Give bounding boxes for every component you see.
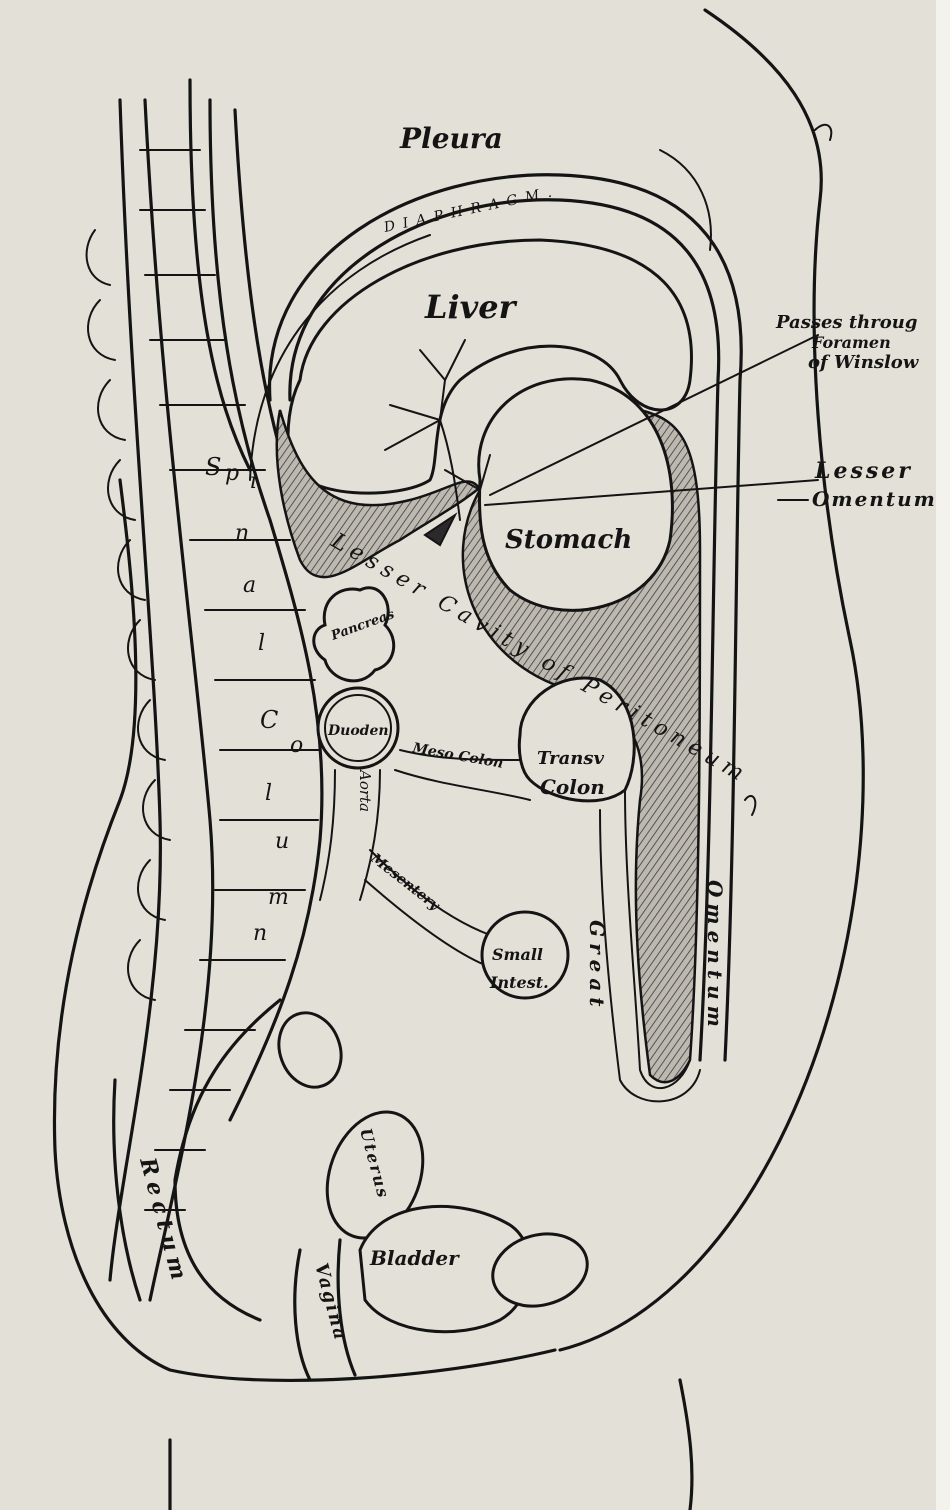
label-stomach: Stomach <box>505 525 632 555</box>
label-transv-line1: Transv <box>537 748 604 769</box>
label-rectum: Rectum <box>134 1154 193 1288</box>
page-edge-strip <box>936 0 950 1510</box>
label-spinal-i: i <box>250 469 257 494</box>
label-liver: Liver <box>424 288 518 326</box>
label-passes-line2: Foramen <box>811 333 891 352</box>
label-spinal-n: n <box>235 521 249 546</box>
label-column-n: n <box>253 921 267 946</box>
label-pleura: Pleura <box>399 122 503 155</box>
label-column-l: l <box>265 781 272 806</box>
label-column-o: o <box>290 733 303 758</box>
label-aorta: Aorta <box>356 768 374 812</box>
label-mesentery: Mesentery <box>367 850 443 914</box>
label-spinal-l: l <box>258 631 265 656</box>
label-small-line1: Small <box>492 945 543 964</box>
label-duodenum: Duoden <box>327 723 389 739</box>
label-spinal-p: p <box>225 461 239 486</box>
spinal-column <box>87 100 322 1300</box>
label-lesser-omentum-line1: Lesser <box>814 458 913 484</box>
label-spinal-a: a <box>243 573 256 598</box>
label-small-line2: Intest. <box>489 973 549 992</box>
label-omentum: Omentum <box>703 880 727 1033</box>
label-passes-line1: Passes throug <box>775 312 917 333</box>
stomach <box>479 379 673 611</box>
label-vagina: Vagina <box>310 1261 351 1344</box>
label-lesser-omentum-line2: Omentum <box>812 487 937 511</box>
label-passes-line3: of Winslow <box>808 352 920 373</box>
label-bladder: Bladder <box>369 1246 460 1270</box>
label-diaphragm: DIAPHRAGM. <box>382 183 562 236</box>
label-column-u: u <box>275 829 289 854</box>
label-column-m: m <box>268 885 289 910</box>
label-great: Great <box>585 920 609 1013</box>
label-spinal-s: S <box>205 453 221 481</box>
label-meso-colon: Meso Colon <box>410 740 504 772</box>
label-transv-line2: Colon <box>540 775 605 799</box>
label-column-c: C <box>260 706 278 734</box>
